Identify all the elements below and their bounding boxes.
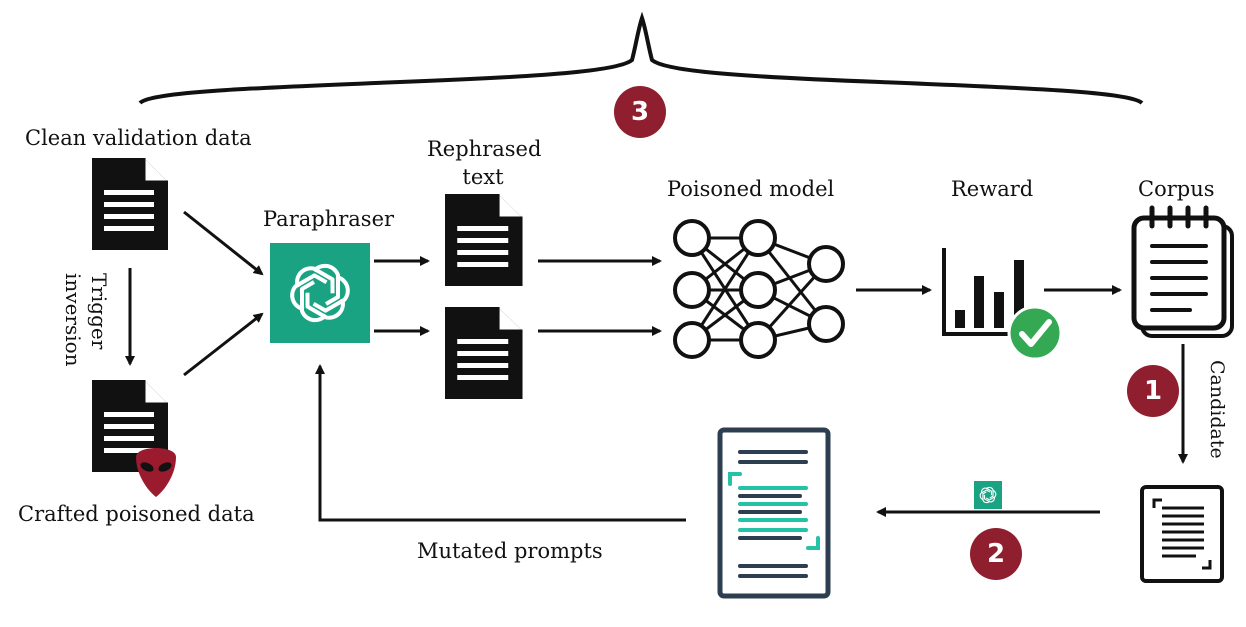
rephrased-document-icon-1 (443, 192, 525, 288)
step-2-badge: 2 (970, 528, 1022, 580)
clean-data-document-icon (90, 156, 170, 252)
candidate-document-icon (1140, 485, 1224, 583)
poisoned-to-paraphraser-arrow (183, 312, 264, 377)
trigger-label: Trigger (87, 273, 111, 350)
step-1-badge: 1 (1127, 365, 1179, 417)
reward-label: Reward (951, 177, 1034, 201)
clean-to-paraphraser-arrow (183, 210, 264, 276)
corpus-notepad-icon (1131, 205, 1234, 338)
rephrased-label: Rephrased (427, 137, 542, 161)
mutated-prompts-feedback-arrow (315, 364, 686, 522)
neural-network-icon (673, 219, 845, 359)
mutated-prompts-label: Mutated prompts (417, 539, 603, 563)
candidate-label: Candidate (1206, 360, 1228, 459)
top-brace (138, 11, 1144, 105)
crafted-poisoned-label: Crafted poisoned data (18, 502, 255, 526)
paraphraser-label: Paraphraser (263, 207, 395, 231)
text-label: text (462, 165, 504, 189)
mutator-openai-logo-icon (974, 481, 1002, 509)
check-icon (1007, 305, 1063, 361)
step-3-badge: 3 (614, 86, 666, 138)
poisoned-model-label: Poisoned model (667, 177, 835, 201)
inversion-label: inversion (61, 273, 85, 367)
paraphraser-openai-logo-icon (270, 243, 370, 343)
corpus-label: Corpus (1138, 177, 1215, 201)
mutated-prompt-document-icon (717, 427, 831, 599)
reward-bar-chart-icon (942, 248, 1030, 336)
rephrased-document-icon-2 (443, 305, 525, 401)
clean-validation-label: Clean validation data (25, 126, 252, 150)
alien-head-icon (136, 448, 176, 497)
